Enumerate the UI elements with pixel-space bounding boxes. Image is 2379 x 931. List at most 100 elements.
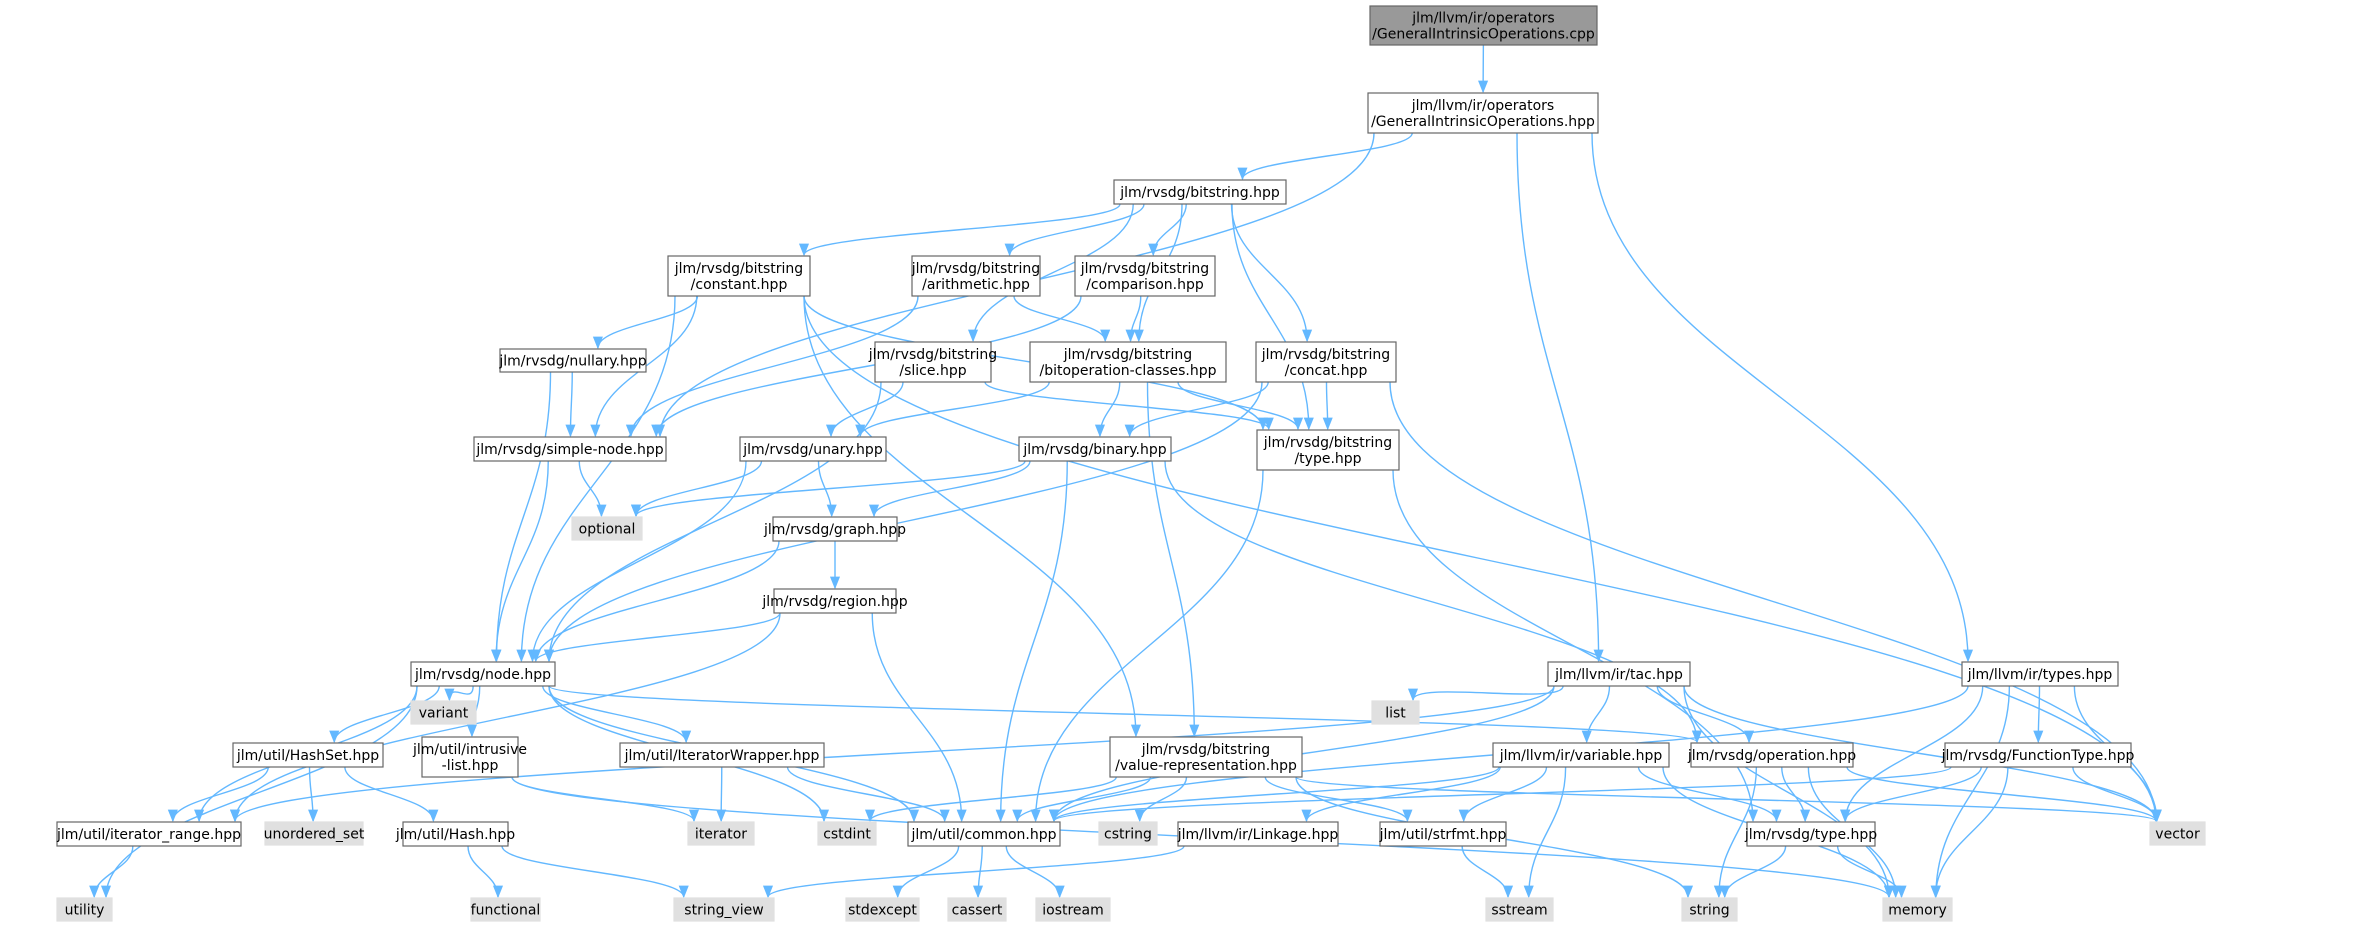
node-label: variant [419, 706, 469, 722]
node-graph[interactable]: jlm/rvsdg/graph.hpp [763, 516, 906, 542]
node-label: jlm/rvsdg/simple-node.hpp [475, 442, 663, 458]
node-bs-arith[interactable]: jlm/rvsdg/bitstring/arithmetic.hpp [911, 255, 1041, 297]
node-label: string_view [684, 903, 763, 919]
node-label: /constant.hpp [691, 277, 788, 293]
node-label: jlm/llvm/ir/tac.hpp [1554, 667, 1683, 683]
node-hashset[interactable]: jlm/util/HashSet.hpp [232, 742, 384, 768]
edge-bs-type-to-common [1030, 469, 1264, 823]
node-variable[interactable]: jlm/llvm/ir/variable.hpp [1492, 742, 1670, 768]
node-label: -list.hpp [442, 758, 499, 774]
node-intrusive[interactable]: jlm/util/intrusive-list.hpp [412, 736, 527, 778]
dependency-edge [1523, 766, 1567, 899]
node-bs-comp[interactable]: jlm/rvsdg/bitstring/comparison.hpp [1074, 255, 1216, 297]
node-linkage[interactable]: jlm/llvm/ir/Linkage.hpp [1177, 821, 1339, 847]
node-box [739, 436, 887, 462]
edge-bitstring-to-bs-concat [1230, 203, 1313, 343]
edge-binary-to-common [995, 460, 1068, 823]
node-tac[interactable]: jlm/llvm/ir/tac.hpp [1547, 661, 1691, 687]
dependency-edge [2072, 766, 2162, 823]
edge-bs-concat-to-bs-type [1322, 381, 1333, 431]
node-nullary[interactable]: jlm/rvsdg/nullary.hpp [498, 348, 647, 373]
node-utility: utility [56, 897, 113, 922]
node-bs-slice[interactable]: jlm/rvsdg/bitstring/slice.hpp [868, 341, 997, 383]
dependency-edge [1301, 766, 1501, 823]
dependency-edge [1124, 381, 1269, 438]
node-bs-type[interactable]: jlm/rvsdg/bitstring/type.hpp [1256, 429, 1400, 471]
node-simple-node[interactable]: jlm/rvsdg/simple-node.hpp [473, 436, 667, 462]
node-label: utility [65, 903, 105, 919]
node-functype[interactable]: jlm/rvsdg/FunctionType.hpp [1941, 742, 2135, 768]
dependency-edge [892, 845, 960, 899]
node-iterwrap[interactable]: jlm/util/IteratorWrapper.hpp [619, 742, 825, 768]
dependency-edge [565, 371, 576, 438]
node-label: jlm/llvm/ir/Linkage.hpp [1177, 827, 1339, 843]
node-root[interactable]: jlm/llvm/ir/operators/GeneralIntrinsicOp… [1369, 5, 1598, 46]
dependency-edge [625, 295, 919, 438]
edge-bs-slice-to-unary [825, 381, 904, 438]
edge-strfmt-to-sstream [1461, 845, 1514, 899]
dependency-edge [1781, 766, 1811, 823]
node-cstdint: cstdint [817, 821, 877, 846]
node-bitstring[interactable]: jlm/rvsdg/bitstring.hpp [1113, 179, 1287, 205]
node-label: /GeneralIntrinsicOperations.hpp [1371, 114, 1595, 130]
node-box [1367, 92, 1599, 134]
node-box [1255, 341, 1397, 383]
dependency-edge [1237, 132, 1413, 181]
edge-variable-to-linkage [1301, 766, 1501, 823]
node-operation[interactable]: jlm/rvsdg/operation.hpp [1687, 742, 1856, 768]
node-box [673, 897, 775, 922]
edge-iterwrap-to-common [786, 766, 950, 823]
dependency-edge [592, 295, 699, 350]
node-string: string [1681, 897, 1738, 922]
node-box [947, 897, 1007, 922]
dependency-edge [516, 295, 676, 663]
edge-bitstring-to-bs-arith [1004, 203, 1145, 257]
dependency-edge [803, 295, 2161, 823]
node-box [1029, 341, 1227, 383]
dependency-edge [1516, 132, 1604, 663]
edge-bs-arith-to-simple-node [625, 295, 919, 438]
dependency-edge [544, 381, 1263, 663]
edge-bitstring-to-bs-constant [799, 203, 1121, 257]
node-bs-bitop[interactable]: jlm/rvsdg/bitstring/bitoperation-classes… [1029, 341, 1227, 383]
node-box [410, 661, 556, 687]
node-bs-concat[interactable]: jlm/rvsdg/bitstring/concat.hpp [1255, 341, 1397, 383]
node-label: /slice.hpp [899, 363, 966, 379]
node-bs-valrep[interactable]: jlm/rvsdg/bitstring/value-representation… [1109, 736, 1303, 778]
node-gio-hpp[interactable]: jlm/llvm/ir/operators/GeneralIntrinsicOp… [1367, 92, 1599, 134]
dependency-edge [1683, 685, 2161, 823]
edge-operation-to-rvsdg-type [1781, 766, 1811, 823]
node-strfmt[interactable]: jlm/util/strfmt.hpp [1379, 821, 1507, 847]
edge-tac-to-memory [1683, 685, 1895, 899]
node-iter-range[interactable]: jlm/util/iterator_range.hpp [56, 821, 242, 847]
dependency-edge [1392, 469, 1759, 823]
node-binary[interactable]: jlm/rvsdg/binary.hpp [1018, 436, 1172, 462]
edge-node-to-operation [548, 685, 1702, 744]
node-common[interactable]: jlm/util/common.hpp [907, 821, 1061, 847]
node-label: jlm/rvsdg/bitstring [674, 261, 803, 277]
node-stdexcept: stdexcept [845, 897, 920, 922]
edge-functype-to-memory [1930, 766, 2009, 899]
node-types[interactable]: jlm/llvm/ir/types.hpp [1961, 661, 2119, 687]
edge-node-to-variant [444, 685, 474, 702]
node-box [1074, 255, 1216, 297]
node-rvsdg-type[interactable]: jlm/rvsdg/type.hpp [1744, 821, 1877, 847]
node-label: jlm/util/Hash.hpp [395, 827, 515, 843]
node-unary[interactable]: jlm/rvsdg/unary.hpp [739, 436, 887, 462]
node-label: jlm/util/HashSet.hpp [236, 748, 379, 764]
edge-functype-to-rvsdg-type [1840, 766, 1982, 823]
edge-region-to-common [871, 612, 967, 823]
dependency-edge [1591, 132, 1974, 663]
edge-bs-bitop-to-binary [1094, 381, 1121, 438]
dependency-edge [1656, 685, 1755, 744]
node-cassert: cassert [947, 897, 1007, 922]
node-bs-constant[interactable]: jlm/rvsdg/bitstring/constant.hpp [667, 255, 811, 297]
node-label: jlm/util/strfmt.hpp [1379, 827, 1507, 843]
node-box [1547, 661, 1691, 687]
edge-region-to-node [530, 612, 781, 663]
edge-types-to-rvsdg-type [1840, 685, 1984, 823]
dependency-edge [1637, 766, 1782, 823]
node-region[interactable]: jlm/rvsdg/region.hpp [761, 588, 908, 614]
node-node[interactable]: jlm/rvsdg/node.hpp [410, 661, 556, 687]
node-hash[interactable]: jlm/util/Hash.hpp [395, 821, 515, 847]
